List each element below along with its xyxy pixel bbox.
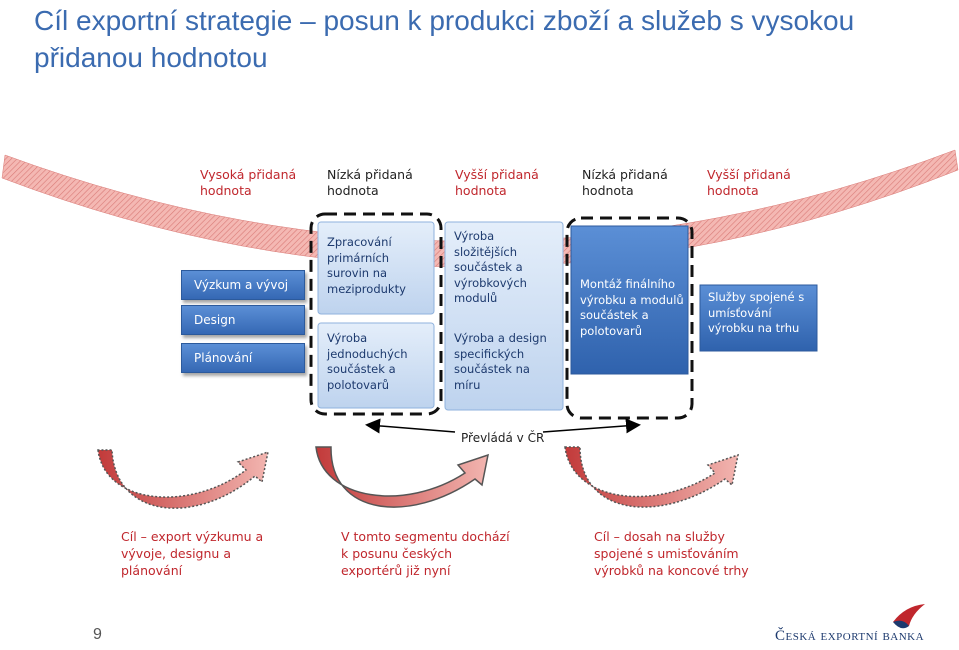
col2-bottom-text: Výroba jednoduchých součástek a polotova… — [327, 331, 408, 392]
curved-arrow-middle — [315, 446, 489, 508]
prevlada-arrow-left — [365, 418, 456, 434]
value-label-1: Vysoká přidaná hodnota — [200, 167, 297, 198]
box-planovani: Plánování — [181, 343, 305, 373]
curved-arrow-right — [564, 446, 739, 508]
value-label-4: Nízká přidaná hodnota — [582, 167, 668, 198]
bottom-text-middle: V tomto segmentu dochází k posunu českýc… — [341, 529, 510, 578]
col5-box — [699, 284, 818, 352]
value-label-3: Vyšší přidaná hodnota — [455, 167, 539, 198]
ceb-logo-mark — [893, 604, 925, 629]
page-title: Cíl exportní strategie – posun k produkc… — [34, 5, 855, 73]
curved-arrow-left — [97, 449, 269, 509]
bottom-text-left: Cíl – export výzkumu a vývoje, designu a… — [121, 529, 264, 578]
col2-top-box — [317, 221, 435, 315]
col2-top-text: Zpracování primárních surovin na mezipro… — [327, 235, 406, 296]
col3-top-text: Výroba složitějších součástek a výrobkov… — [454, 229, 527, 305]
col5-text: Služby spojené s umísťování výrobku na t… — [708, 290, 805, 335]
prevlada-arrow-right — [542, 418, 641, 434]
value-label-5: Vyšší přidaná hodnota — [707, 167, 791, 198]
box-vyzkum-a-vyvoj: Výzkum a vývoj — [181, 270, 305, 300]
bottom-text-right: Cíl – dosah na služby spojené s umisťová… — [594, 529, 749, 578]
ceb-logo-text: Česká exportní banka — [775, 628, 925, 644]
col3-bottom-text: Výroba a design specifických součástek n… — [454, 331, 547, 392]
col2-dashed-frame — [309, 212, 443, 416]
box-design: Design — [181, 305, 305, 335]
col2-bottom-box — [317, 322, 435, 409]
prevlada-label: Převládá v ČR — [461, 431, 545, 445]
col4-box — [570, 225, 689, 375]
col4-dashed-frame — [565, 216, 694, 420]
col3-box — [444, 221, 564, 411]
value-label-2: Nízká přidaná hodnota — [327, 167, 413, 198]
page-number: 9 — [93, 626, 102, 643]
col4-text: Montáž finálního výrobku a modulů součás… — [580, 277, 684, 338]
